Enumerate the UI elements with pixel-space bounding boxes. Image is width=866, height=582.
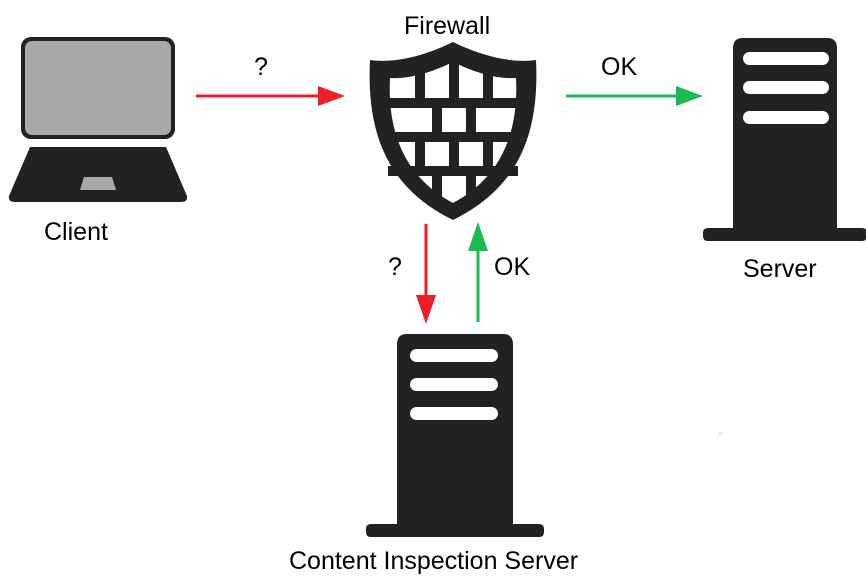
server-tower-icon <box>703 38 866 241</box>
firewall-to-inspection-label: ? <box>388 253 402 281</box>
inspection-server-icon <box>366 334 544 537</box>
firewall-to-server-label: OK <box>601 53 638 81</box>
firewall-shield-icon <box>369 42 537 220</box>
client-to-firewall-label: ? <box>254 53 268 81</box>
arrow-client-to-firewall <box>196 86 345 106</box>
arrow-firewall-to-inspection <box>416 224 436 324</box>
inspection-server-label: Content Inspection Server <box>289 547 579 575</box>
laptop-icon <box>8 37 188 202</box>
speck <box>718 432 723 436</box>
firewall-label: Firewall <box>404 12 491 40</box>
arrow-inspection-to-firewall <box>468 222 488 322</box>
inspection-to-firewall-label: OK <box>494 253 531 281</box>
arrow-firewall-to-server <box>566 86 703 106</box>
server-label: Server <box>743 255 817 283</box>
client-label: Client <box>44 218 108 246</box>
